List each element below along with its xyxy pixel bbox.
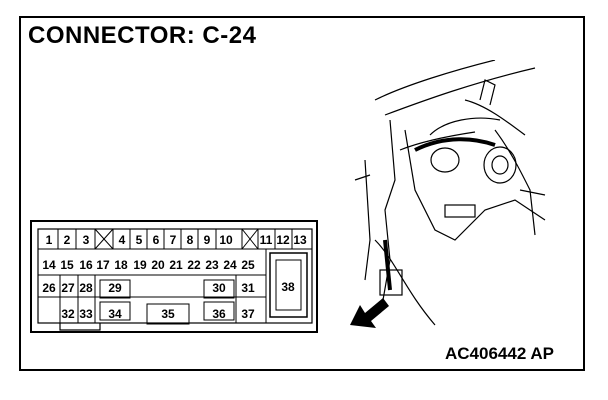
pin-21-label: 21 [169, 258, 183, 272]
pin-32-label: 32 [61, 307, 75, 321]
pin-14-label: 14 [42, 258, 56, 272]
pin-12-label: 12 [276, 233, 290, 247]
pin-20-label: 20 [151, 258, 165, 272]
pin-31-label: 31 [241, 281, 255, 295]
empty-cavity-mark [94, 228, 114, 250]
pin-15-label: 15 [60, 258, 74, 272]
pin-19-label: 19 [133, 258, 147, 272]
pin-26-label: 26 [42, 281, 56, 295]
pin-33-label: 33 [79, 307, 93, 321]
pin-4-label: 4 [119, 233, 126, 247]
pin-36-label: 36 [212, 307, 226, 321]
empty-cavity-mark [241, 228, 259, 250]
pin-29-label: 29 [108, 281, 122, 295]
pin-27-label: 27 [61, 281, 75, 295]
pin-6-label: 6 [153, 233, 160, 247]
pin-10-label: 10 [219, 233, 233, 247]
pin-28-label: 28 [79, 281, 93, 295]
pin-5-label: 5 [136, 233, 143, 247]
pin-17-label: 17 [96, 258, 110, 272]
pin-11-label: 11 [260, 233, 273, 247]
pin-38-label: 38 [281, 280, 295, 294]
connector-terminal-frame [37, 228, 313, 324]
engine-bay-illustration [350, 60, 546, 328]
pin-2-label: 2 [64, 233, 71, 247]
pin-9-label: 9 [204, 233, 211, 247]
pin-34-label: 34 [108, 307, 122, 321]
reference-code: AC406442 AP [445, 344, 554, 363]
pin-23-label: 23 [205, 258, 219, 272]
pin-13-label: 13 [293, 233, 307, 247]
pin-18-label: 18 [114, 258, 128, 272]
pin-16-label: 16 [79, 258, 93, 272]
figure-frame [19, 16, 585, 371]
pin-7-label: 7 [170, 233, 177, 247]
pin-35-label: 35 [161, 307, 175, 321]
connector-location-arrow [350, 298, 389, 328]
pin-24-label: 24 [223, 258, 237, 272]
pin-3-label: 3 [83, 233, 90, 247]
pin-37-label: 37 [241, 307, 255, 321]
pin-25-label: 25 [241, 258, 255, 272]
pin-1-label: 1 [46, 233, 53, 247]
pin-8-label: 8 [187, 233, 194, 247]
pin-30-label: 30 [212, 281, 226, 295]
connector-title: CONNECTOR: C-24 [28, 22, 257, 49]
pin-22-label: 22 [187, 258, 201, 272]
